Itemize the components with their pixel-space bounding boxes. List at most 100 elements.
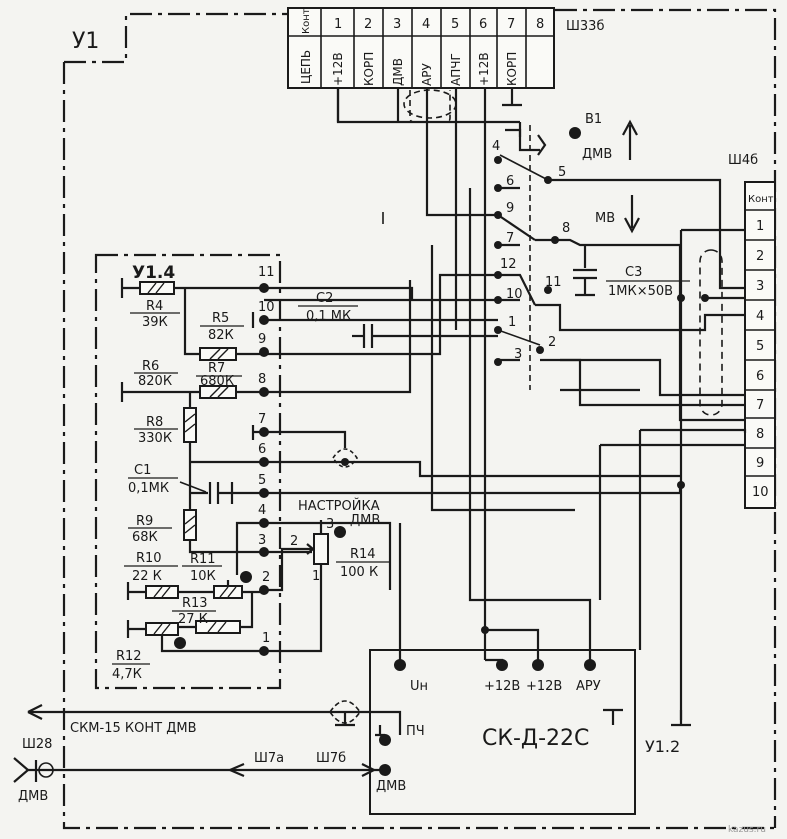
sh4-pin: 10 [752, 485, 769, 500]
switch-mv: МВ [595, 211, 615, 226]
switch-contact-label: 7 [506, 231, 514, 246]
c2-ref: C2 [316, 291, 333, 306]
r5-value: 82К [208, 328, 234, 343]
switch-contact-label: 9 [506, 201, 514, 216]
r13-value: 27 К [178, 612, 208, 627]
block-u1-border [62, 8, 777, 830]
sh33-pin: 6 [479, 17, 487, 32]
c1-ref: C1 [134, 463, 151, 478]
r9-ref: R9 [136, 514, 153, 529]
resistor-r7 [120, 382, 264, 402]
r4-value: 39К [142, 315, 168, 330]
connector-sh4 [744, 181, 776, 509]
sh4-pin: 8 [756, 427, 764, 442]
c2-value: 0,1 МК [306, 309, 351, 324]
sh4-header: Конт [748, 194, 774, 205]
block-u14-border [94, 253, 282, 690]
module-name: СК-Д-22С [482, 726, 589, 751]
pot-pin: 1 [312, 569, 320, 584]
sh33-pin: 3 [393, 17, 401, 32]
r12-ref: R12 [116, 649, 142, 664]
resistor-r10 [126, 582, 214, 600]
sh33-signal: КОРП [362, 52, 376, 86]
module-pin-12b: +12В [526, 679, 562, 694]
resistor-r5 [183, 288, 264, 361]
module-pin-un: Uн [410, 679, 428, 694]
switch-dmv: ДМВ [582, 147, 612, 162]
r12-value: 4,7К [112, 667, 142, 682]
r10-ref: R10 [136, 551, 162, 566]
r11-value: 10К [190, 569, 216, 584]
sh4-pin: 3 [756, 279, 764, 294]
u14-pin: 1 [262, 631, 270, 646]
sh4-pin: 7 [756, 398, 764, 413]
u14-pin: 9 [258, 332, 266, 347]
sh33-pin: 8 [536, 17, 544, 32]
sh33-signal: КОРП [505, 52, 519, 86]
capacitor-c3 [573, 245, 597, 297]
switch-contact-label: 6 [506, 174, 514, 189]
switch-name: В1 [585, 112, 602, 127]
sh33-signal: АРУ [420, 63, 434, 86]
pot-pin: 3 [326, 517, 334, 532]
block-u12-label: У1.2 [645, 737, 680, 756]
sh33-pin: 4 [422, 17, 430, 32]
sh4-pin: 6 [756, 369, 764, 384]
u14-pin: 10 [258, 300, 275, 315]
sh4-name: Ш4б [728, 153, 758, 168]
u14-pin: 5 [258, 473, 266, 488]
c3-ref: C3 [625, 265, 642, 280]
sh33-name: Ш33б [566, 19, 604, 34]
module-pin-12a: +12В [484, 679, 520, 694]
r13-ref: R13 [182, 596, 208, 611]
tuning-label: НАСТРОЙКА [298, 498, 380, 514]
switch-v1 [497, 122, 745, 422]
sh33-row-label: ЦЕПЬ [299, 50, 313, 84]
arrow-down-icon [624, 195, 640, 234]
r14-value: 100 К [340, 565, 378, 580]
u14-pin: 11 [258, 265, 275, 280]
antenna-dmv-label: ДМВ [18, 789, 48, 804]
sh33-signal: +12В [331, 52, 345, 86]
sh4-pin: 2 [756, 249, 764, 264]
sh7b-label: Ш7б [316, 751, 346, 766]
module-pin-dmv: ДМВ [376, 779, 406, 794]
wires-sh33 [336, 88, 522, 660]
r11-ref: R11 [190, 552, 216, 567]
sh33-pin: 2 [364, 17, 372, 32]
switch-contact-label: 8 [562, 221, 570, 236]
capacitor-c2 [264, 286, 498, 348]
u14-pin: 6 [258, 442, 266, 457]
sh33-header: Конт [301, 8, 312, 34]
sh7a-label: Ш7а [254, 751, 284, 766]
u14-pin: 2 [262, 570, 270, 585]
r7-value: 680К [200, 374, 234, 389]
r6-ref: R6 [142, 359, 159, 374]
capacitor-c1 [190, 482, 264, 504]
pot-pin: 2 [290, 534, 298, 549]
sh4-pin: 9 [756, 456, 764, 471]
switch-contact-label: 11 [545, 275, 562, 290]
tuning-label-dmv: ДМВ [350, 513, 380, 528]
sh33-pin: 1 [334, 17, 342, 32]
sh4-pin: 4 [756, 309, 764, 324]
resistor-r11 [213, 580, 264, 599]
antenna-line [13, 757, 385, 783]
skm-label: СКМ-15 КОНТ ДМВ [70, 721, 197, 736]
sh33-signal: ДМВ [391, 58, 405, 86]
switch-contact-label: 3 [514, 347, 522, 362]
sh33-signal: АПЧГ [449, 53, 463, 86]
r8-ref: R8 [146, 415, 163, 430]
u14-pin: 4 [258, 503, 266, 518]
c3-value: 1МК×50В [608, 284, 673, 299]
watermark: kazus.ru [728, 825, 766, 835]
potentiometer-r14 [264, 520, 329, 653]
r14-ref: R14 [350, 547, 376, 562]
switch-contact-label: 2 [548, 335, 556, 350]
module-pin-aru: АРУ [576, 679, 601, 694]
shielded-cable-top [403, 89, 457, 123]
wires-module [398, 188, 747, 665]
resistor-r9 [183, 509, 264, 554]
r4-ref: R4 [146, 299, 163, 314]
resistor-r12 [126, 620, 264, 653]
